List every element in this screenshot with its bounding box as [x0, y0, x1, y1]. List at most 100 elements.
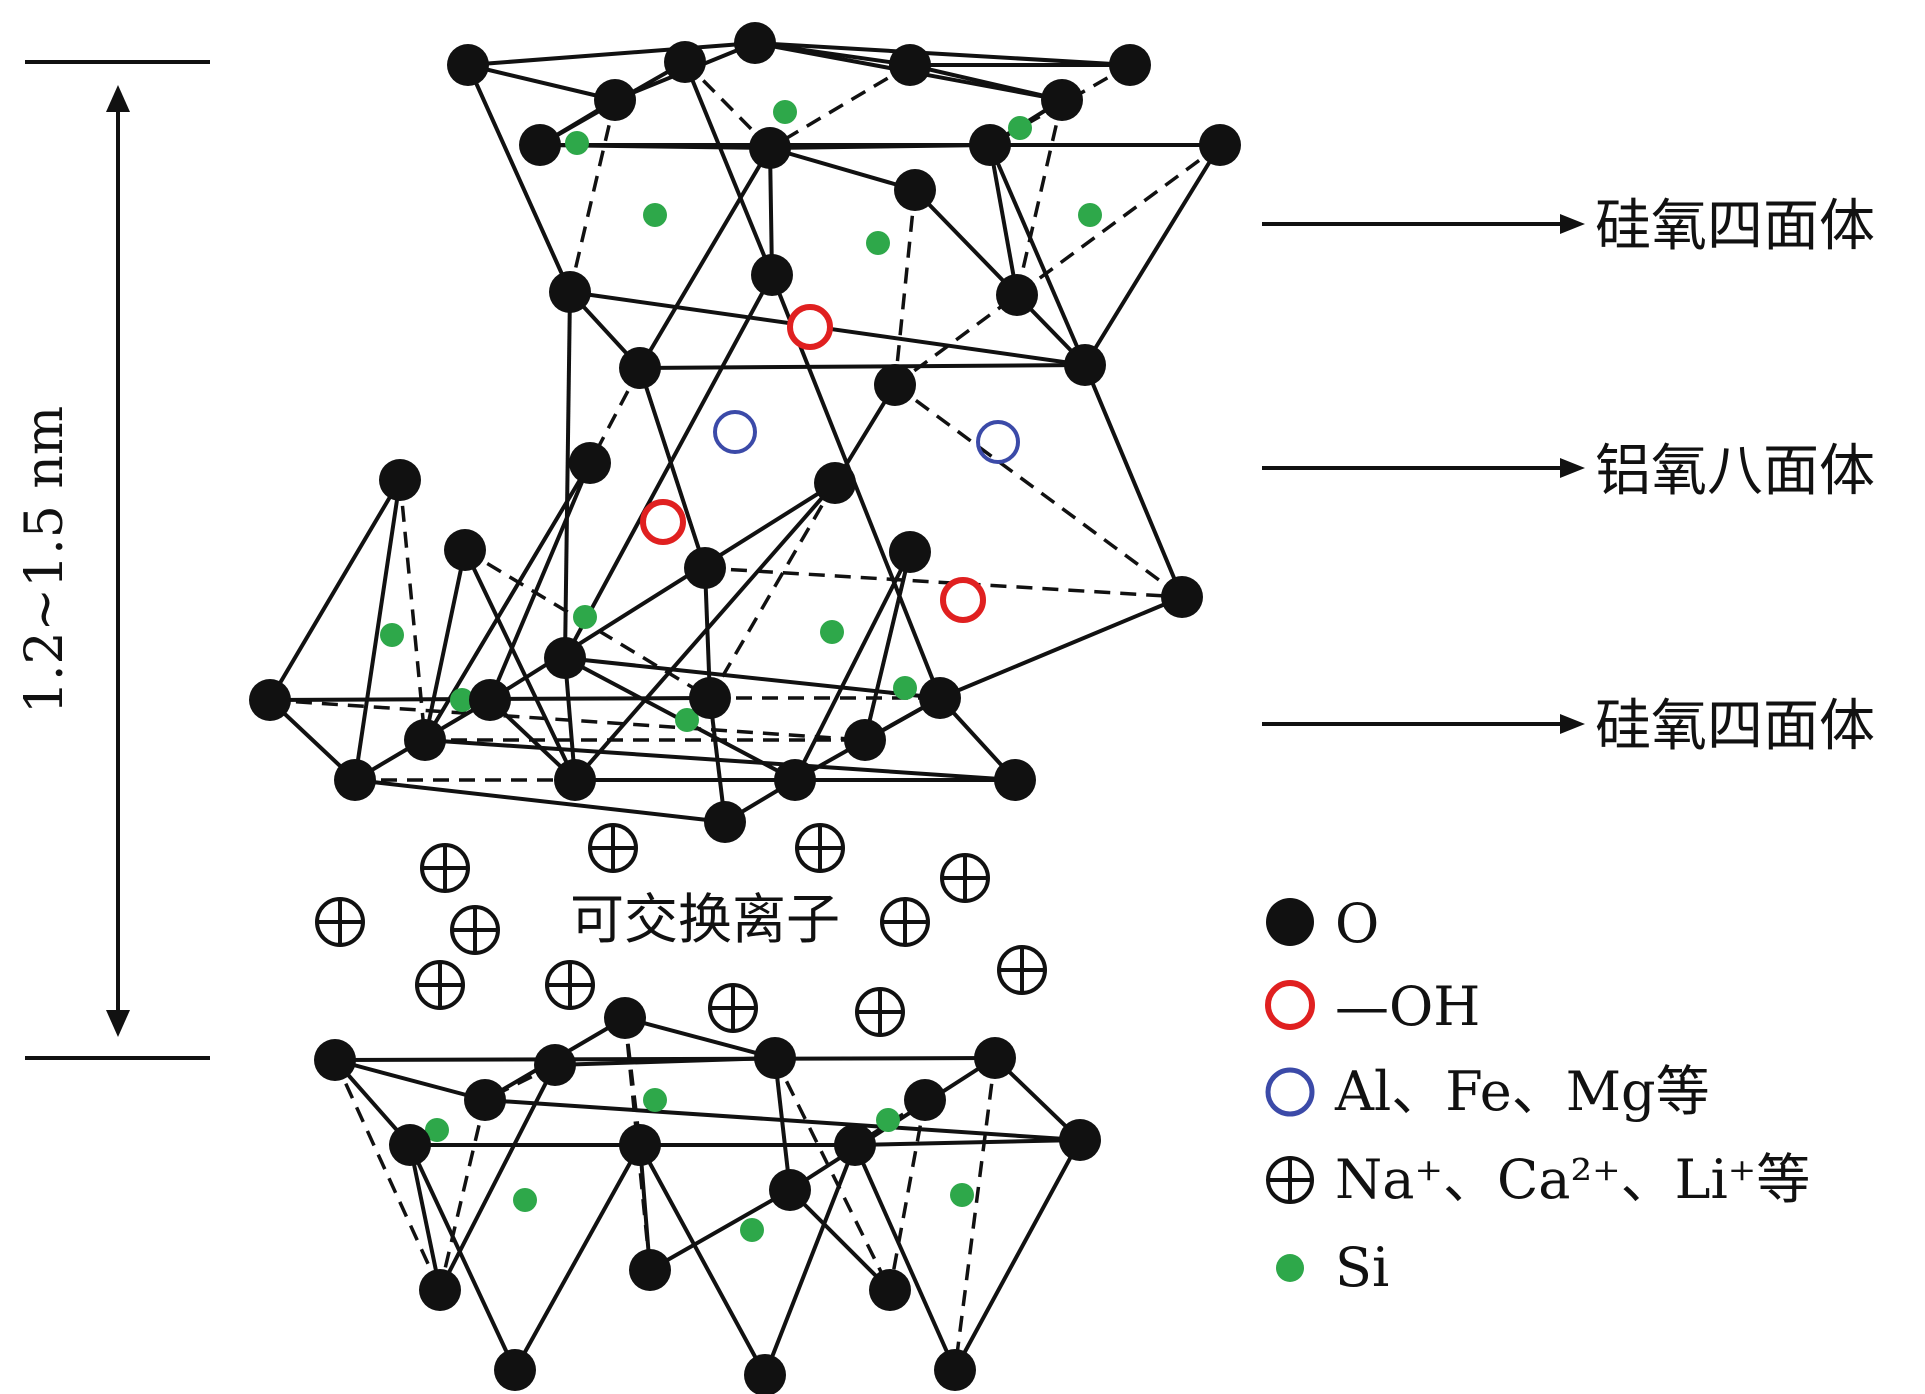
silicon-atom: [380, 623, 404, 647]
bond-solid: [354, 778, 726, 824]
exchangeable-ions: [315, 823, 1047, 1037]
bond-solid: [854, 1138, 1081, 1147]
bond-solid: [423, 549, 467, 741]
bond-dashed: [398, 479, 427, 741]
bond-solid: [769, 146, 916, 192]
interlayer-label: 可交换离子: [570, 888, 840, 951]
oxygen-atom: [519, 124, 561, 166]
bond-solid: [788, 1188, 892, 1292]
bond-solid: [763, 1144, 857, 1376]
bond-solid: [554, 1056, 776, 1067]
oxygen-atom: [974, 1037, 1016, 1079]
exchangeable-ion: [880, 897, 930, 947]
oxygen-atom: [534, 1044, 576, 1086]
silicon-atom: [425, 1118, 449, 1142]
oxygen-atom: [751, 254, 793, 296]
layer-arrows: [1262, 214, 1585, 734]
bond-solid: [988, 144, 1019, 296]
oxygen-atom: [314, 1039, 356, 1081]
octahedral-cation: [976, 420, 1020, 464]
bond-dashed: [888, 1099, 927, 1291]
bond-solid: [853, 1144, 957, 1371]
oxygen-atom: [1199, 124, 1241, 166]
legend: O —OH Al、Fe、Mg等 Na⁺、Ca²⁺、Li⁺等 Si: [1265, 892, 1810, 1299]
bond-dashed: [623, 1017, 652, 1271]
octahedral-cations: [713, 410, 1020, 464]
oxygen-atom: [419, 1269, 461, 1311]
bond-solid: [573, 481, 837, 782]
oxygen-atom: [844, 719, 886, 761]
bond-solid: [488, 462, 592, 701]
oxygen-atom: [934, 1349, 976, 1391]
bond-dashed: [1015, 99, 1064, 296]
bond-solid: [467, 63, 616, 102]
oxygen-atom: [689, 677, 731, 719]
oxygen-atom: [444, 529, 486, 571]
bond-solid: [353, 479, 402, 781]
hydroxyl-group: [940, 577, 986, 623]
oxygen-atom: [664, 41, 706, 83]
hydroxyl-group: [787, 304, 833, 350]
oxygen-atom: [1109, 44, 1151, 86]
label-bottom-tetrahedral: 硅氧四面体: [1595, 694, 1875, 759]
silicon-atom: [820, 620, 844, 644]
oxygen-atom: [919, 677, 961, 719]
exchangeable-ion: [545, 960, 595, 1010]
bond-dashed: [708, 482, 837, 699]
oxygen-atom: [834, 1124, 876, 1166]
silicon-atom: [893, 676, 917, 700]
silicon-atom: [675, 708, 699, 732]
bond-solid: [513, 1144, 642, 1371]
silicon-atoms: [380, 100, 1102, 1242]
bond-solid: [624, 1016, 776, 1060]
bond-solid: [424, 738, 1016, 782]
oxygen-atom: [1161, 576, 1203, 618]
bond-solid: [638, 1144, 767, 1376]
bond-dashed: [269, 698, 866, 742]
legend-label-silicon: Si: [1335, 1236, 1389, 1299]
bond-solid: [939, 595, 1183, 700]
bond-solid: [467, 41, 756, 67]
bond-solid: [408, 1144, 442, 1291]
oxygen-atom: [774, 759, 816, 801]
oxygen-atom: [544, 637, 586, 679]
bond-solid: [438, 1064, 557, 1291]
oxygen-atom: [619, 347, 661, 389]
oxygen-atom: [569, 442, 611, 484]
oxygen-atom: [1064, 344, 1106, 386]
bond-dashed: [893, 143, 1222, 387]
bond-solid: [1083, 143, 1222, 367]
bond-dashed: [773, 1057, 892, 1291]
bond-solid: [638, 146, 772, 370]
oxygen-atom: [629, 1249, 671, 1291]
bond-dashed: [568, 99, 617, 293]
oxygen-atom: [389, 1124, 431, 1166]
bond-solid: [953, 1139, 1082, 1371]
silicon-atom: [876, 1108, 900, 1132]
oxygen-atom: [469, 679, 511, 721]
oxygen-atom: [994, 759, 1036, 801]
exchangeable-ion: [315, 897, 365, 947]
bond-solid: [793, 551, 912, 781]
bond-solid: [639, 363, 1086, 370]
exchangeable-ion: [708, 983, 758, 1033]
silicon-atom: [450, 688, 474, 712]
oxygen-atoms: [249, 22, 1241, 1394]
legend-ion-symbol: [1266, 1156, 1314, 1204]
exchangeable-ion: [997, 945, 1047, 995]
exchangeable-ion: [588, 823, 638, 873]
oxygen-atom: [704, 801, 746, 843]
oxygen-atom: [1059, 1119, 1101, 1161]
thickness-scale: [25, 60, 210, 1060]
oxygen-atom: [464, 1079, 506, 1121]
legend-hydroxyl-symbol: [1265, 980, 1315, 1030]
bond-dashed: [623, 1017, 642, 1146]
bond-solid: [988, 144, 1087, 366]
silicon-atom: [513, 1188, 537, 1212]
bond-solid: [754, 41, 1131, 67]
bond-dashed: [466, 64, 572, 293]
oxygen-atom: [874, 364, 916, 406]
bond-solid: [768, 147, 774, 276]
bond-solid: [913, 188, 1019, 297]
